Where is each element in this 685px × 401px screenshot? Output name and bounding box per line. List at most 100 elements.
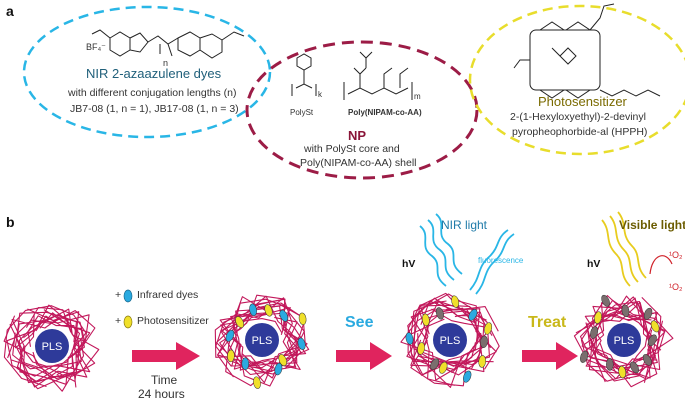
hv-label-nir: hV — [402, 258, 416, 270]
photosensitizer-ellipse — [468, 4, 685, 156]
visible-light-label: Visible light — [619, 218, 685, 232]
depleted-dye — [621, 304, 630, 317]
fluorescence-label: fluorescence — [478, 256, 524, 265]
photosensitizer-dot — [484, 322, 493, 335]
pls-core-label: PLS — [614, 335, 635, 347]
copolymer-m-label: m — [414, 92, 421, 101]
np-line1: with PolySt core and — [304, 143, 400, 155]
time-value: 24 hours — [138, 387, 185, 401]
pls-core-label: PLS — [252, 335, 273, 347]
depleted-dye — [606, 358, 614, 371]
dyes-line1: with different conjugation lengths (n) — [68, 87, 237, 99]
photosensitizer-dot — [650, 320, 660, 333]
dye-n-label: n — [163, 58, 169, 68]
photosensitizer-dot — [298, 312, 307, 326]
depleted-dye — [590, 326, 599, 339]
depleted-dye — [580, 350, 589, 363]
infrared-dye — [405, 332, 414, 345]
panel-b-label: b — [6, 214, 15, 230]
photosensitizer-dot — [451, 295, 460, 308]
infrared-dye — [241, 357, 250, 370]
polyst-k-label: k — [318, 90, 322, 99]
photosensitizer-dot — [264, 304, 273, 317]
treat-label: Treat — [528, 314, 567, 331]
legend-ps-dot — [123, 315, 133, 329]
legend-ir-dot — [123, 289, 133, 303]
polymer-strand — [413, 297, 493, 373]
depleted-dye — [435, 307, 444, 320]
nanoparticle-4: PLS — [573, 294, 674, 388]
infrared-dye — [463, 370, 472, 383]
copolymer-label: Poly(NIPAM-co-AA) — [348, 108, 422, 117]
oxygen-label-2: ¹O₂ — [669, 282, 683, 292]
depleted-dye — [601, 294, 610, 307]
photosensitizer-line1: 2-(1-Hexyloxyethyl)-2-devinyl — [510, 111, 646, 123]
polyst-structure — [291, 53, 317, 96]
polymer-strand — [225, 298, 302, 387]
arrow-1 — [132, 342, 200, 370]
polymer-strand — [14, 314, 90, 392]
pls-core — [35, 329, 69, 363]
oxygen-arrow — [649, 255, 673, 275]
pls-core — [607, 323, 641, 357]
arrow-2 — [336, 342, 392, 370]
pls-core-label: PLS — [440, 335, 461, 347]
polymer-strand — [9, 315, 85, 385]
legend-ps-label: Photosensitizer — [137, 315, 209, 327]
photosensitizer-dot — [618, 365, 627, 379]
photosensitizer-dot — [235, 316, 244, 328]
oxygen-label-1: ¹O₂ — [669, 250, 683, 260]
photosensitizer-dot — [594, 311, 602, 324]
legend-plus-ps: + — [115, 315, 122, 327]
legend-plus-ir: + — [115, 289, 122, 301]
photosensitizer-dot — [253, 376, 261, 389]
dyes-line2: JB7-08 (1, n = 1), JB17-08 (1, n = 3) — [70, 103, 239, 115]
infrared-dye — [297, 337, 306, 350]
pls-core-label: PLS — [42, 341, 63, 353]
polyst-label: PolySt — [290, 108, 314, 117]
polymer-strand — [219, 312, 305, 375]
pls-core — [433, 323, 467, 357]
depleted-dye — [642, 354, 652, 366]
visible-light-rays — [601, 211, 647, 287]
photosensitizer-dot — [421, 313, 430, 327]
polymer-strand — [593, 297, 654, 375]
infrared-dye — [279, 309, 289, 322]
polymer-strand — [410, 307, 479, 387]
polymer-strand — [410, 300, 483, 370]
dyes-ellipse — [22, 5, 272, 139]
photosensitizer-dot — [227, 349, 235, 363]
depleted-dye — [430, 358, 440, 370]
dye-counterion: BF₄⁻ — [86, 42, 106, 52]
nanoparticle-2: PLS — [214, 294, 310, 389]
photosensitizer-line2: pyropheophorbide-al (HPPH) — [512, 126, 648, 138]
depleted-dye — [647, 334, 657, 347]
dyes-title: NIR 2-azaazulene dyes — [86, 66, 222, 81]
copolymer-structure — [343, 51, 413, 100]
np-ellipse — [245, 40, 479, 180]
nanoparticle-3: PLS — [400, 292, 500, 388]
nanoparticle-1: PLS — [3, 304, 100, 392]
legend-ir-label: Infrared dyes — [137, 289, 199, 301]
time-label: Time — [151, 373, 178, 387]
nir-light-rays — [419, 213, 515, 295]
polymer-strand — [27, 315, 80, 382]
dye-structure — [91, 29, 245, 59]
photosensitizer-dot — [417, 342, 425, 355]
polymer-strand — [591, 295, 658, 383]
panel-a-label: a — [6, 3, 14, 19]
photosensitizer-dot — [478, 355, 486, 368]
polymer-strand — [16, 311, 100, 390]
polymer-strand — [7, 310, 96, 383]
nir-light-label: NIR light — [441, 218, 488, 232]
polymer-strand — [6, 308, 80, 377]
photosensitizer-dot — [439, 361, 448, 374]
infrared-dye — [468, 309, 478, 321]
polymer-strand — [12, 306, 82, 370]
np-line2: Poly(NIPAM-co-AA) shell — [300, 157, 417, 169]
infrared-dye — [274, 362, 283, 376]
pls-core — [245, 323, 279, 357]
polymer-strand — [22, 309, 91, 373]
hpph-structure — [513, 3, 661, 99]
